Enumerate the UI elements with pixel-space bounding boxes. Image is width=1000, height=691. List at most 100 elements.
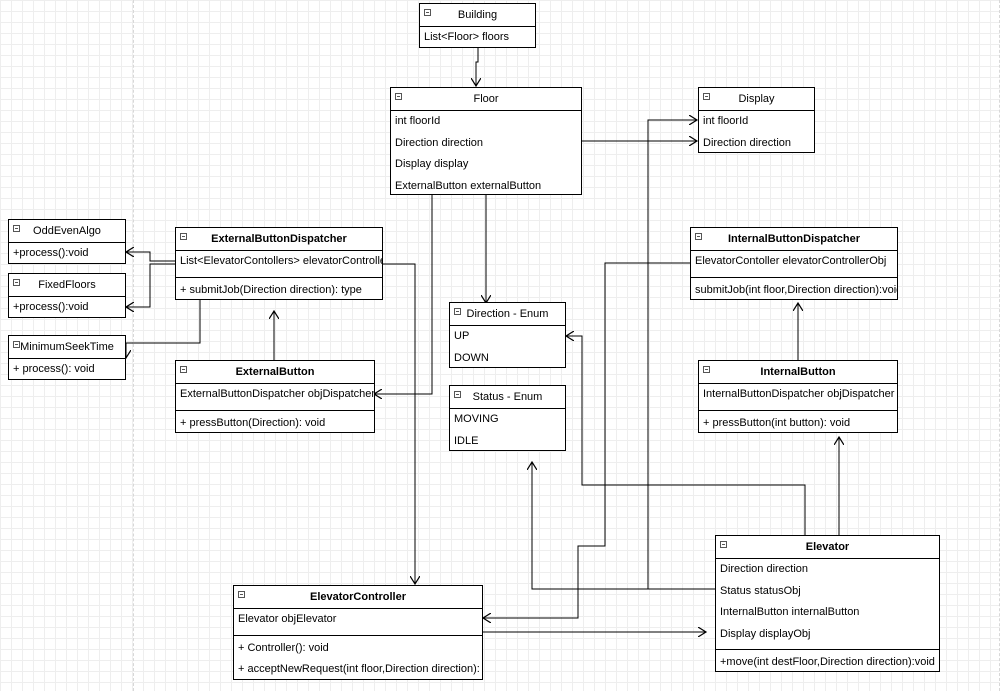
collapse-icon[interactable] [13, 225, 20, 232]
attribute: Elevator objElevator [238, 613, 337, 625]
edge-dispatcher-fixedfloors [126, 263, 175, 307]
divider [691, 276, 897, 278]
attribute: InternalButtonDispatcher objDispatcher [703, 388, 895, 400]
class-building[interactable]: Building List<Floor> floors [419, 3, 536, 48]
class-elevator[interactable]: Elevator Direction direction Status stat… [715, 535, 940, 672]
class-external-button-dispatcher[interactable]: ExternalButtonDispatcher List<ElevatorCo… [175, 227, 383, 300]
class-name: InternalButtonDispatcher [727, 233, 860, 245]
class-name: Direction - Enum [466, 308, 549, 320]
method: + Controller(): void [238, 641, 329, 654]
method: +process():void [13, 301, 89, 313]
class-status-enum[interactable]: Status - Enum MOVING IDLE [449, 385, 566, 451]
class-header: Direction - Enum [450, 303, 565, 326]
class-name: InternalButton [760, 366, 836, 378]
class-header: InternalButton [699, 361, 897, 384]
class-name: Elevator [805, 541, 850, 553]
attribute: List<Floor> floors [424, 31, 509, 43]
class-name: ExternalButton [235, 366, 315, 378]
collapse-icon[interactable] [238, 591, 245, 598]
collapse-icon[interactable] [695, 233, 702, 240]
class-name: ElevatorController [310, 591, 406, 603]
enum-value: MOVING [454, 413, 499, 425]
class-header: OddEvenAlgo [9, 220, 125, 243]
edge-dispatcher-minseek [126, 299, 201, 358]
collapse-icon[interactable] [703, 93, 710, 100]
class-name: Display [738, 93, 775, 105]
attribute: Display displayObj [720, 627, 811, 640]
class-external-button[interactable]: ExternalButton ExternalButtonDispatcher … [175, 360, 375, 433]
class-header: Status - Enum [450, 386, 565, 409]
edge-internaldispatcher-controller [483, 262, 690, 618]
class-header: FixedFloors [9, 274, 125, 297]
class-name: MinimumSeekTime [20, 341, 114, 353]
edge-dispatcher-oddeven [126, 252, 175, 262]
collapse-icon[interactable] [180, 233, 187, 240]
attribute: ExternalButtonDispatcher objDispatcher [180, 388, 374, 400]
attribute: InternalButton internalButton [720, 606, 860, 618]
class-minimum-seek-time[interactable]: MinimumSeekTime + process(): void [8, 335, 126, 380]
class-elevator-controller[interactable]: ElevatorController Elevator objElevator … [233, 585, 483, 680]
class-floor[interactable]: Floor int floorId Direction direction Di… [390, 87, 582, 195]
method: + acceptNewRequest(int floor,Direction d… [238, 663, 482, 675]
method: submitJob(int floor,Direction direction)… [695, 283, 897, 296]
class-direction-enum[interactable]: Direction - Enum UP DOWN [449, 302, 566, 368]
edge-elevator-status [532, 462, 715, 590]
method: + pressButton(Direction): void [180, 416, 326, 429]
collapse-icon[interactable] [13, 279, 20, 286]
edge-building-floor [476, 47, 478, 86]
class-header: Building [420, 4, 535, 27]
attribute: Direction direction [395, 136, 484, 149]
class-fixed-floors[interactable]: FixedFloors +process():void [8, 273, 126, 318]
divider [699, 409, 897, 411]
edge-elevator-direction [566, 336, 806, 535]
attribute: int floorId [703, 115, 749, 127]
collapse-icon[interactable] [720, 541, 727, 548]
attribute: Status statusObj [720, 584, 801, 597]
method: +process():void [13, 247, 89, 259]
collapse-icon[interactable] [13, 341, 20, 348]
class-header: ExternalButton [176, 361, 374, 384]
divider [176, 276, 382, 278]
attribute: ElevatorContoller elevatorControllerObj [695, 255, 887, 267]
class-name: ExternalButtonDispatcher [211, 233, 347, 245]
class-internal-button[interactable]: InternalButton InternalButtonDispatcher … [698, 360, 898, 433]
method: + process(): void [13, 363, 95, 375]
collapse-icon[interactable] [180, 366, 187, 373]
class-odd-even-algo[interactable]: OddEvenAlgo +process():void [8, 219, 126, 264]
attribute: List<ElevatorContollers> elevatorControl… [180, 255, 382, 267]
class-header: Elevator [716, 536, 939, 559]
class-header: InternalButtonDispatcher [691, 228, 897, 251]
method: + pressButton(int button): void [703, 416, 851, 429]
divider [234, 634, 482, 636]
attribute: Direction direction [703, 136, 792, 149]
class-header: Floor [391, 88, 581, 111]
edge-dispatcher-controller [382, 263, 415, 584]
class-name: FixedFloors [38, 279, 96, 291]
enum-value: UP [454, 330, 470, 342]
class-header: MinimumSeekTime [9, 336, 125, 359]
attribute: ExternalButton externalButton [395, 179, 542, 192]
divider [176, 409, 374, 411]
collapse-icon[interactable] [454, 308, 461, 315]
class-header: ExternalButtonDispatcher [176, 228, 382, 251]
collapse-icon[interactable] [395, 93, 402, 100]
edge-floor-externalbutton [374, 195, 433, 394]
collapse-icon[interactable] [703, 366, 710, 373]
class-header: ElevatorController [234, 586, 482, 609]
class-name: Floor [473, 93, 499, 105]
divider [716, 649, 939, 650]
attribute: int floorId [395, 115, 441, 127]
enum-value: DOWN [454, 351, 489, 364]
class-internal-button-dispatcher[interactable]: InternalButtonDispatcher ElevatorContoll… [690, 227, 898, 300]
collapse-icon[interactable] [424, 9, 431, 16]
enum-value: IDLE [454, 434, 479, 447]
class-header: Display [699, 88, 814, 111]
method: +move(int destFloor,Direction direction)… [720, 656, 935, 668]
attribute: Display display [395, 158, 469, 170]
collapse-icon[interactable] [454, 391, 461, 398]
method: + submitJob(Direction direction): type [180, 283, 362, 296]
edge-elevator-display [647, 120, 715, 590]
class-name: OddEvenAlgo [33, 225, 101, 237]
class-display[interactable]: Display int floorId Direction direction [698, 87, 815, 153]
